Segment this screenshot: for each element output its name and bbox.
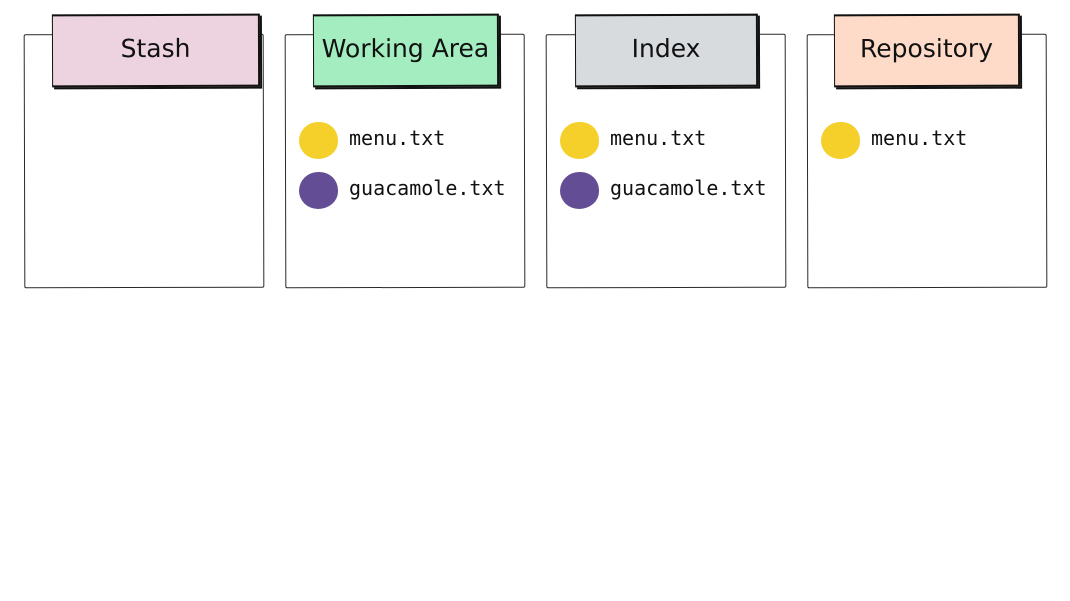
file-item: menu.txt bbox=[299, 120, 445, 160]
panel-title: Index bbox=[631, 33, 701, 64]
file-name: guacamole.txt bbox=[610, 176, 767, 200]
tab-working-area: Working Area bbox=[312, 13, 500, 88]
tab-repository: Repository bbox=[833, 13, 1021, 88]
file-name: menu.txt bbox=[349, 126, 446, 150]
panel-working-area: Working Area menu.txt guacamole.txt bbox=[284, 0, 535, 295]
file-item: menu.txt bbox=[560, 120, 706, 160]
panel-title: Stash bbox=[120, 33, 191, 64]
panel-index: Index menu.txt guacamole.txt bbox=[545, 0, 796, 295]
file-item: menu.txt bbox=[821, 120, 967, 160]
tab-stash: Stash bbox=[51, 13, 261, 88]
panel-repository: Repository menu.txt bbox=[806, 0, 1057, 295]
tab-index: Index bbox=[574, 13, 759, 88]
purple-file-dot-icon bbox=[299, 171, 338, 209]
yellow-file-dot-icon bbox=[560, 121, 599, 159]
yellow-file-dot-icon bbox=[299, 121, 338, 159]
file-name: menu.txt bbox=[610, 126, 707, 150]
purple-file-dot-icon bbox=[560, 171, 599, 209]
yellow-file-dot-icon bbox=[821, 121, 860, 159]
file-item: guacamole.txt bbox=[560, 170, 767, 210]
file-name: guacamole.txt bbox=[349, 176, 506, 200]
panel-stash: Stash bbox=[23, 0, 274, 295]
file-item: guacamole.txt bbox=[299, 170, 506, 210]
panel-title: Working Area bbox=[321, 33, 490, 64]
panel-title: Repository bbox=[859, 33, 994, 64]
file-name: menu.txt bbox=[871, 126, 968, 150]
